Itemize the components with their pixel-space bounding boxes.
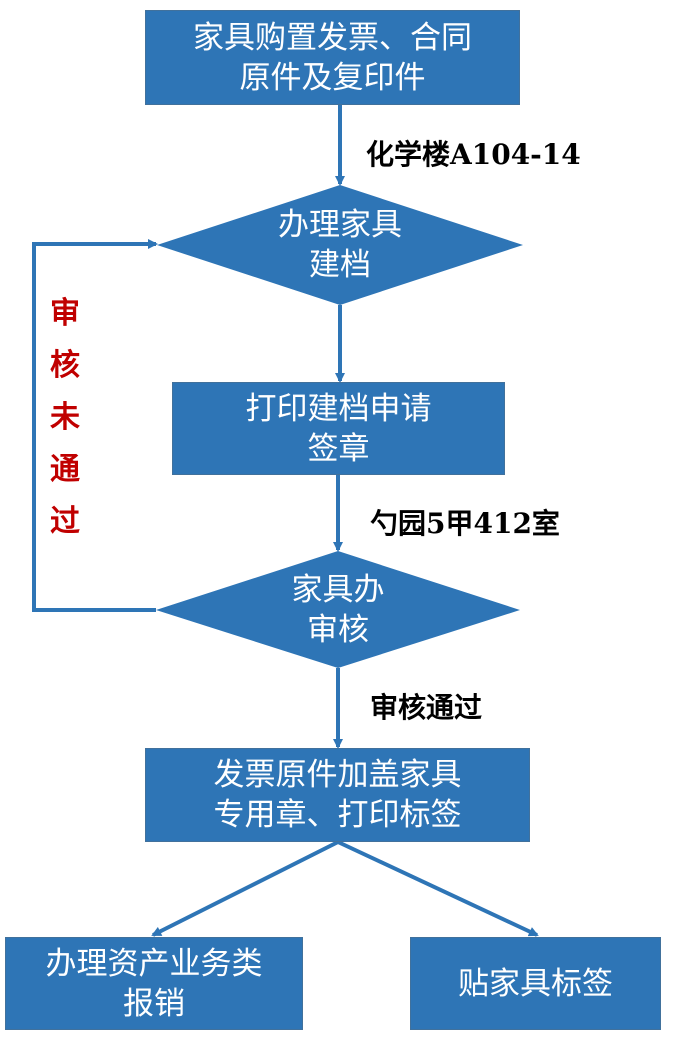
node-reimburse-line1: 办理资产业务类 <box>45 945 263 982</box>
diamond-register <box>157 185 523 305</box>
node-start: 家具购置发票、合同 原件及复印件 <box>145 10 520 105</box>
node-stamp-line2: 专用章、打印标签 <box>213 797 462 833</box>
arrow-stamp-to-label <box>337 840 539 937</box>
arrow-stamp-to-reimburse <box>151 840 339 937</box>
edge-label-location1: 化学楼A104-14 <box>366 138 581 171</box>
node-register-line2: 建档 <box>309 247 371 283</box>
edge-label-location2: 勺园5甲412室 <box>370 507 560 540</box>
node-start-line1: 家具购置发票、合同 <box>193 19 472 56</box>
node-start-line2: 原件及复印件 <box>239 59 426 96</box>
node-stamp-line1: 发票原件加盖家具 <box>213 757 462 793</box>
node-label-furniture: 贴家具标签 <box>410 937 661 1030</box>
node-stamp: 发票原件加盖家具 专用章、打印标签 <box>145 748 530 842</box>
edge-label-rejected: 审 核 未 通 过 <box>45 288 85 548</box>
node-print-line2: 签章 <box>307 430 370 467</box>
node-review-line1: 家具办 <box>291 572 385 608</box>
diamond-review <box>156 551 520 668</box>
rejected-char: 通 <box>50 452 80 487</box>
rejected-char: 审 <box>50 296 80 331</box>
rejected-char: 过 <box>50 504 80 539</box>
node-review-line2: 审核 <box>307 612 369 648</box>
rejected-char: 未 <box>50 400 80 435</box>
node-reimburse: 办理资产业务类 报销 <box>5 937 303 1030</box>
node-review: 家具办 审核 <box>238 570 438 650</box>
node-label-furniture-line1: 贴家具标签 <box>458 965 613 1002</box>
arrow-reject-loop <box>32 239 158 612</box>
node-register: 办理家具 建档 <box>240 205 440 285</box>
edge-label-approved: 审核通过 <box>370 691 483 724</box>
node-print-line1: 打印建档申请 <box>245 390 432 427</box>
node-print: 打印建档申请 签章 <box>172 382 505 475</box>
rejected-char: 核 <box>50 348 80 383</box>
node-reimburse-line2: 报销 <box>123 985 185 1022</box>
node-register-line1: 办理家具 <box>278 207 402 243</box>
